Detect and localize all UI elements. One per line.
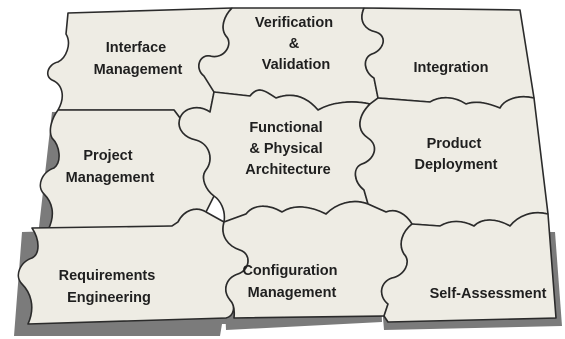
piece-labels: Interface Management Verification & Vali… <box>59 15 547 306</box>
piece-self-assessment <box>380 211 557 323</box>
label-product-deployment: Product Deployment <box>415 136 498 173</box>
label-configuration-management: Configuration Management <box>242 263 341 301</box>
label-verification-validation: Verification & Validation <box>255 15 337 73</box>
label-interface-management: Interface Management <box>94 40 183 78</box>
piece-integration <box>361 7 535 109</box>
label-requirements-engineering: Requirements Engineering <box>59 268 160 306</box>
puzzle-pieces <box>17 7 557 325</box>
label-functional-physical-architecture: Functional & Physical Architecture <box>245 120 330 178</box>
label-self-assessment: Self-Assessment <box>430 286 547 302</box>
label-project-management: Project Management <box>66 148 155 186</box>
label-integration: Integration <box>414 60 489 76</box>
